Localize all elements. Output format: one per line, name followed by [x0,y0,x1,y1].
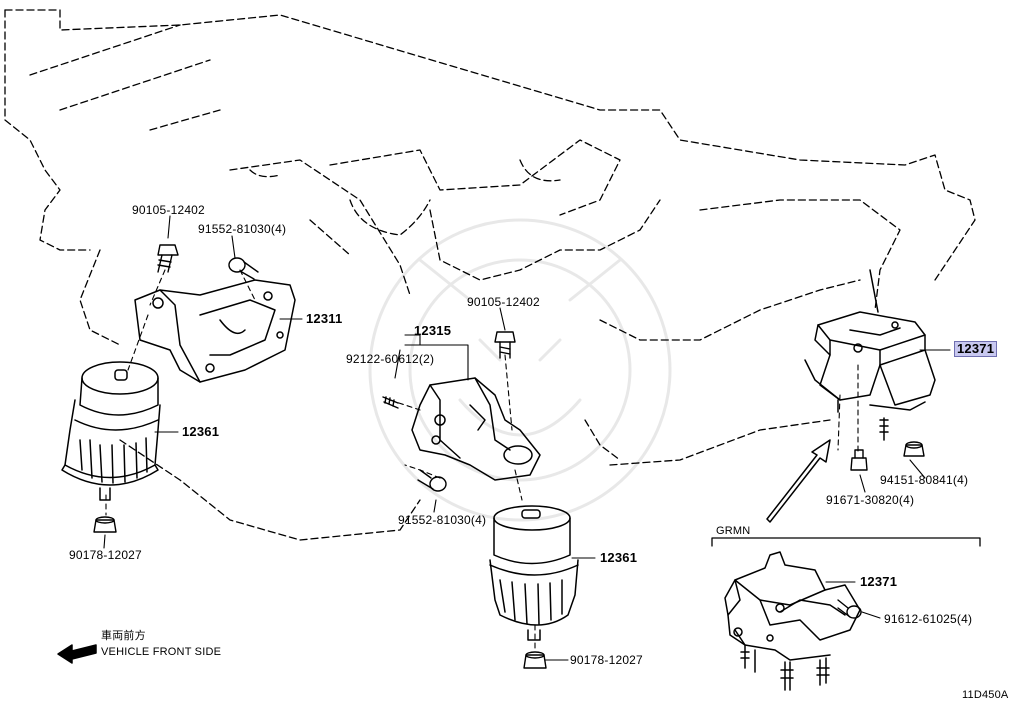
stud-92122 [382,396,399,409]
engine-outline [4,9,976,541]
front-arrow-icon [57,644,97,664]
label-12361-mid: 12361 [600,550,638,565]
label-91671-30820: 91671-30820(4) [826,493,915,507]
label-figure-code: 11D450A [962,689,1009,701]
mount-12371-grmn [724,551,861,691]
nut-90178-mid [523,651,547,669]
label-12311: 12311 [306,311,343,326]
label-grmn: GRMN [716,525,751,537]
label-12361-left: 12361 [182,424,220,439]
label-12371-highlighted[interactable]: 12371 [954,341,998,357]
nut-94151 [903,441,925,457]
label-94151-80841: 94151-80841(4) [880,473,969,487]
bolt-90105-mid [494,331,516,359]
label-91552-81030-left: 91552-81030(4) [198,222,287,236]
bolt-91552-mid [417,469,447,492]
mount-12371-top [804,269,936,441]
label-12371-grmn: 12371 [860,574,898,589]
label-12315: 12315 [414,323,452,338]
bolt-90105-left [157,244,179,273]
bracket-12315 [411,377,541,481]
mount-12361-left [61,361,161,501]
label-90105-12402-mid: 90105-12402 [467,295,540,309]
mount-12361-mid [489,505,579,641]
bolt-91612 [837,599,862,619]
label-90178-12027-left: 90178-12027 [69,548,142,562]
bolt-91552-left [228,257,259,280]
label-90178-12027-mid: 90178-12027 [570,653,643,667]
watermark-logo [368,218,672,522]
variant-arrow [766,439,831,523]
grmn-bracket [711,537,981,547]
leader-lines [105,269,859,651]
label-92122-60612: 92122-60612(2) [346,352,435,366]
label-91612-61025: 91612-61025(4) [884,612,973,626]
label-90105-12402-left: 90105-12402 [132,203,205,217]
bolt-91671 [850,449,868,471]
label-front-en: VEHICLE FRONT SIDE [101,646,222,658]
label-front-jp: 車両前方 [101,630,146,642]
label-leaders [103,215,951,661]
label-91552-81030-mid: 91552-81030(4) [398,513,487,527]
bracket-12311 [134,279,296,383]
nut-90178-left [93,516,117,533]
